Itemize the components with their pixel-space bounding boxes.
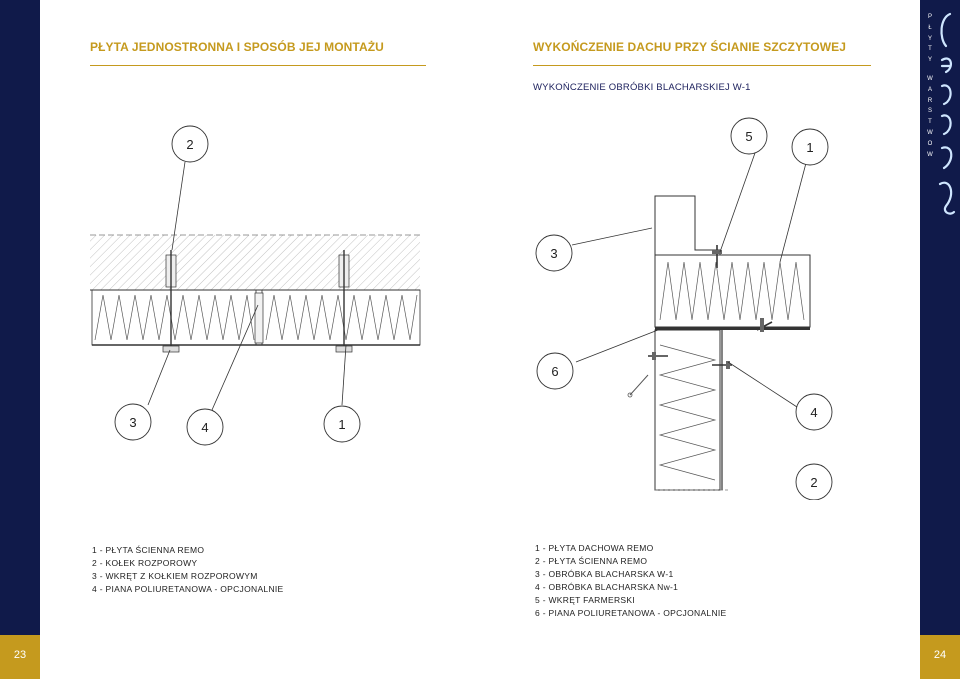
farmer-screw-3 <box>648 352 668 360</box>
callout-left-3: 3 <box>114 403 152 441</box>
right-title-rule <box>533 65 871 66</box>
svg-text:4: 4 <box>810 405 817 420</box>
callout-right-3: 3 <box>535 234 573 272</box>
svg-text:2: 2 <box>186 137 193 152</box>
callout-right-1: 1 <box>791 128 829 166</box>
right-roof-section <box>571 152 811 491</box>
right-legend: 1 - PŁYTA DACHOWA REMO 2 - PŁYTA ŚCIENNA… <box>535 542 727 620</box>
left-legend: 1 - PŁYTA ŚCIENNA REMO 2 - KOŁEK ROZPORO… <box>92 544 284 596</box>
svg-text:4: 4 <box>201 420 208 435</box>
technical-drawing: 2 3 4 1 5 1 3 6 4 2 <box>90 117 833 500</box>
callout-right-5: 5 <box>730 117 768 155</box>
right-navy-band <box>920 0 960 679</box>
callout-left-4: 4 <box>186 408 224 446</box>
legend-item: 4 - OBRÓBKA BLACHARSKA Nw-1 <box>535 582 679 592</box>
footer-right-block: 24 <box>920 635 960 679</box>
legend-item: 2 - KOŁEK ROZPOROWY <box>92 558 198 568</box>
svg-text:5: 5 <box>745 129 752 144</box>
left-wall-section <box>90 161 421 411</box>
footer-bar: 23 24 <box>0 635 960 679</box>
legend-item: 6 - PIANA POLIURETANOWA - OPCJONALNIE <box>535 608 727 618</box>
legend-item: 1 - PŁYTA DACHOWA REMO <box>535 543 654 553</box>
legend-item: 5 - WKRĘT FARMERSKI <box>535 595 636 605</box>
farmer-screw-1 <box>712 245 722 268</box>
svg-text:6: 6 <box>551 364 558 379</box>
left-anchor-2 <box>335 250 353 353</box>
svg-text:1: 1 <box>338 417 345 432</box>
callout-right-4: 4 <box>795 393 833 431</box>
svg-text:2: 2 <box>810 475 817 490</box>
page-number-right: 24 <box>933 649 947 661</box>
callout-left-2: 2 <box>171 125 209 163</box>
legend-item: 4 - PIANA POLIURETANOWA - OPCJONALNIE <box>92 584 284 594</box>
callout-right-2: 2 <box>795 463 833 500</box>
right-page-subtitle: WYKOŃCZENIE OBRÓBKI BLACHARSKIEJ W-1 <box>533 82 751 93</box>
right-page-title: WYKOŃCZENIE DACHU PRZY ŚCIANIE SZCZYTOWE… <box>533 40 847 54</box>
farmer-screw-4 <box>712 361 732 369</box>
svg-text:1: 1 <box>806 140 813 155</box>
legend-item: 3 - WKRĘT Z KOŁKIEM ROZPOROWYM <box>92 571 258 581</box>
callout-right-6: 6 <box>536 352 574 390</box>
legend-item: 2 - PŁYTA ŚCIENNA REMO <box>535 556 648 566</box>
left-title-rule <box>90 65 426 66</box>
page-number-left: 23 <box>13 649 27 661</box>
left-anchor-1 <box>162 250 180 353</box>
left-navy-band <box>0 0 40 679</box>
brand-logo-icon <box>938 12 956 215</box>
svg-text:3: 3 <box>550 246 557 261</box>
legend-item: 1 - PŁYTA ŚCIENNA REMO <box>92 545 205 555</box>
svg-text:3: 3 <box>129 415 136 430</box>
left-page-title: PŁYTA JEDNOSTRONNA I SPOSÓB JEJ MONTAŻU <box>90 40 384 54</box>
footer-left-block: 23 <box>0 635 40 679</box>
callout-left-1: 1 <box>323 405 361 443</box>
legend-item: 3 - OBRÓBKA BLACHARSKA W-1 <box>535 569 674 579</box>
farmer-screw-2 <box>756 318 773 332</box>
